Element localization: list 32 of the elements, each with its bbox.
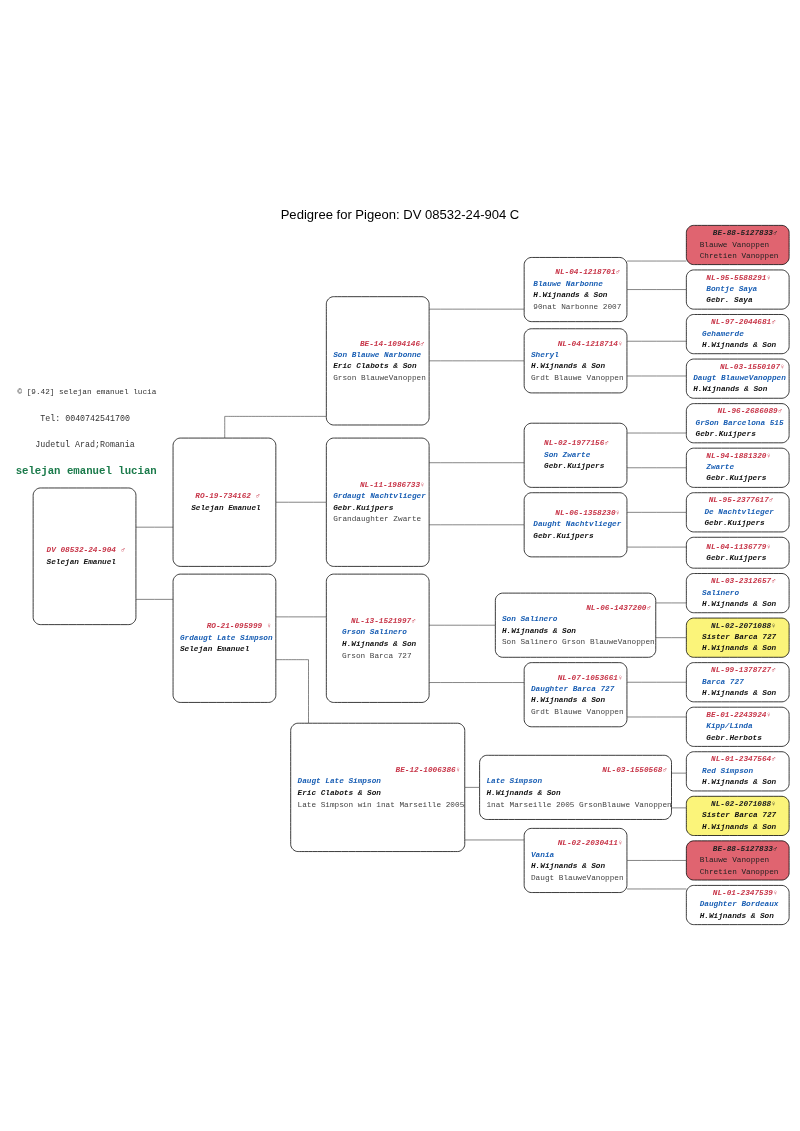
connector bbox=[626, 432, 687, 434]
connector bbox=[626, 467, 687, 469]
connector bbox=[464, 839, 525, 841]
connector bbox=[428, 308, 525, 310]
connector bbox=[275, 659, 309, 724]
connector bbox=[135, 526, 174, 528]
connector bbox=[428, 624, 496, 626]
connector bbox=[428, 360, 525, 362]
connector bbox=[626, 716, 687, 718]
connector bbox=[135, 599, 174, 600]
connector bbox=[626, 546, 687, 548]
connector bbox=[224, 416, 327, 439]
connector bbox=[626, 289, 687, 290]
connector bbox=[428, 462, 525, 463]
connector bbox=[626, 512, 687, 513]
connector bbox=[671, 807, 687, 809]
connector bbox=[655, 637, 687, 638]
label: selejan emanuel lucian bbox=[15, 464, 157, 477]
connector bbox=[626, 888, 687, 890]
diagram-title: Pedigree for Pigeon: DV 08532-24-904 C bbox=[280, 207, 520, 223]
connector bbox=[275, 616, 327, 618]
connector bbox=[626, 681, 687, 683]
connector bbox=[626, 260, 687, 262]
connector bbox=[655, 602, 687, 604]
connector bbox=[626, 860, 687, 861]
connector bbox=[626, 375, 687, 377]
connector bbox=[626, 340, 687, 342]
connector bbox=[671, 772, 687, 774]
connector bbox=[428, 524, 525, 526]
connector bbox=[464, 787, 480, 788]
connector bbox=[428, 682, 525, 683]
connector bbox=[275, 501, 327, 503]
